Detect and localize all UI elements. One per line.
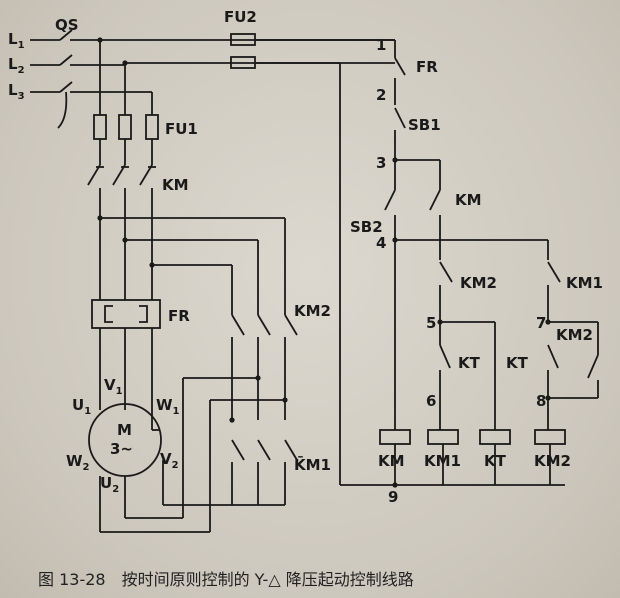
fu1-fuses	[93, 114, 159, 140]
label-km-main: KM	[162, 176, 189, 194]
label-qs: QS	[55, 16, 79, 34]
label-fr-main: FR	[168, 307, 190, 325]
km1-star-contacts	[231, 439, 298, 461]
coil-km2: KM2	[534, 452, 571, 470]
label-km1-nc: KM1	[566, 274, 603, 292]
fr-thermal-relay	[91, 299, 161, 329]
node-4: 4	[376, 234, 386, 252]
control-coils	[379, 429, 566, 445]
km-main-contacts	[87, 164, 156, 186]
node-1: 1	[376, 36, 386, 54]
label-l3: L3	[8, 81, 25, 102]
label-fu2: FU2	[224, 8, 257, 26]
km2-main-contacts	[231, 314, 298, 336]
label-w2: W2	[66, 452, 90, 473]
label-sb1: SB1	[408, 116, 441, 134]
label-v1: V1	[104, 376, 123, 397]
label-u2: U2	[100, 474, 119, 495]
coil-km: KM	[378, 452, 405, 470]
node-7: 7	[536, 314, 546, 332]
label-km2-nc: KM2	[460, 274, 497, 292]
qs-switch	[30, 29, 152, 129]
label-kt-delay: KT	[458, 354, 481, 372]
node-8: 8	[536, 392, 546, 410]
label-l1: L1	[8, 30, 25, 51]
node-2: 2	[376, 86, 386, 104]
label-u1: U1	[72, 396, 91, 417]
label-km1-main: K̄M1	[294, 454, 331, 474]
label-sb2: SB2	[350, 218, 383, 236]
label-fr-nc: FR	[416, 58, 438, 76]
node-9: 9	[388, 488, 398, 506]
label-km2-main: KM2	[294, 302, 331, 320]
label-motor: M	[117, 421, 132, 439]
label-km2-no: KM2	[556, 326, 593, 344]
label-fu1: FU1	[165, 120, 198, 138]
label-motor-type: 3~	[110, 440, 133, 458]
node-5: 5	[426, 314, 436, 332]
label-km-aux: KM	[455, 191, 482, 209]
node-3: 3	[376, 154, 386, 172]
label-l2: L2	[8, 55, 25, 76]
label-w1: W1	[156, 396, 180, 417]
node-6: 6	[426, 392, 436, 410]
label-kt-delay-2: KT	[506, 354, 529, 372]
